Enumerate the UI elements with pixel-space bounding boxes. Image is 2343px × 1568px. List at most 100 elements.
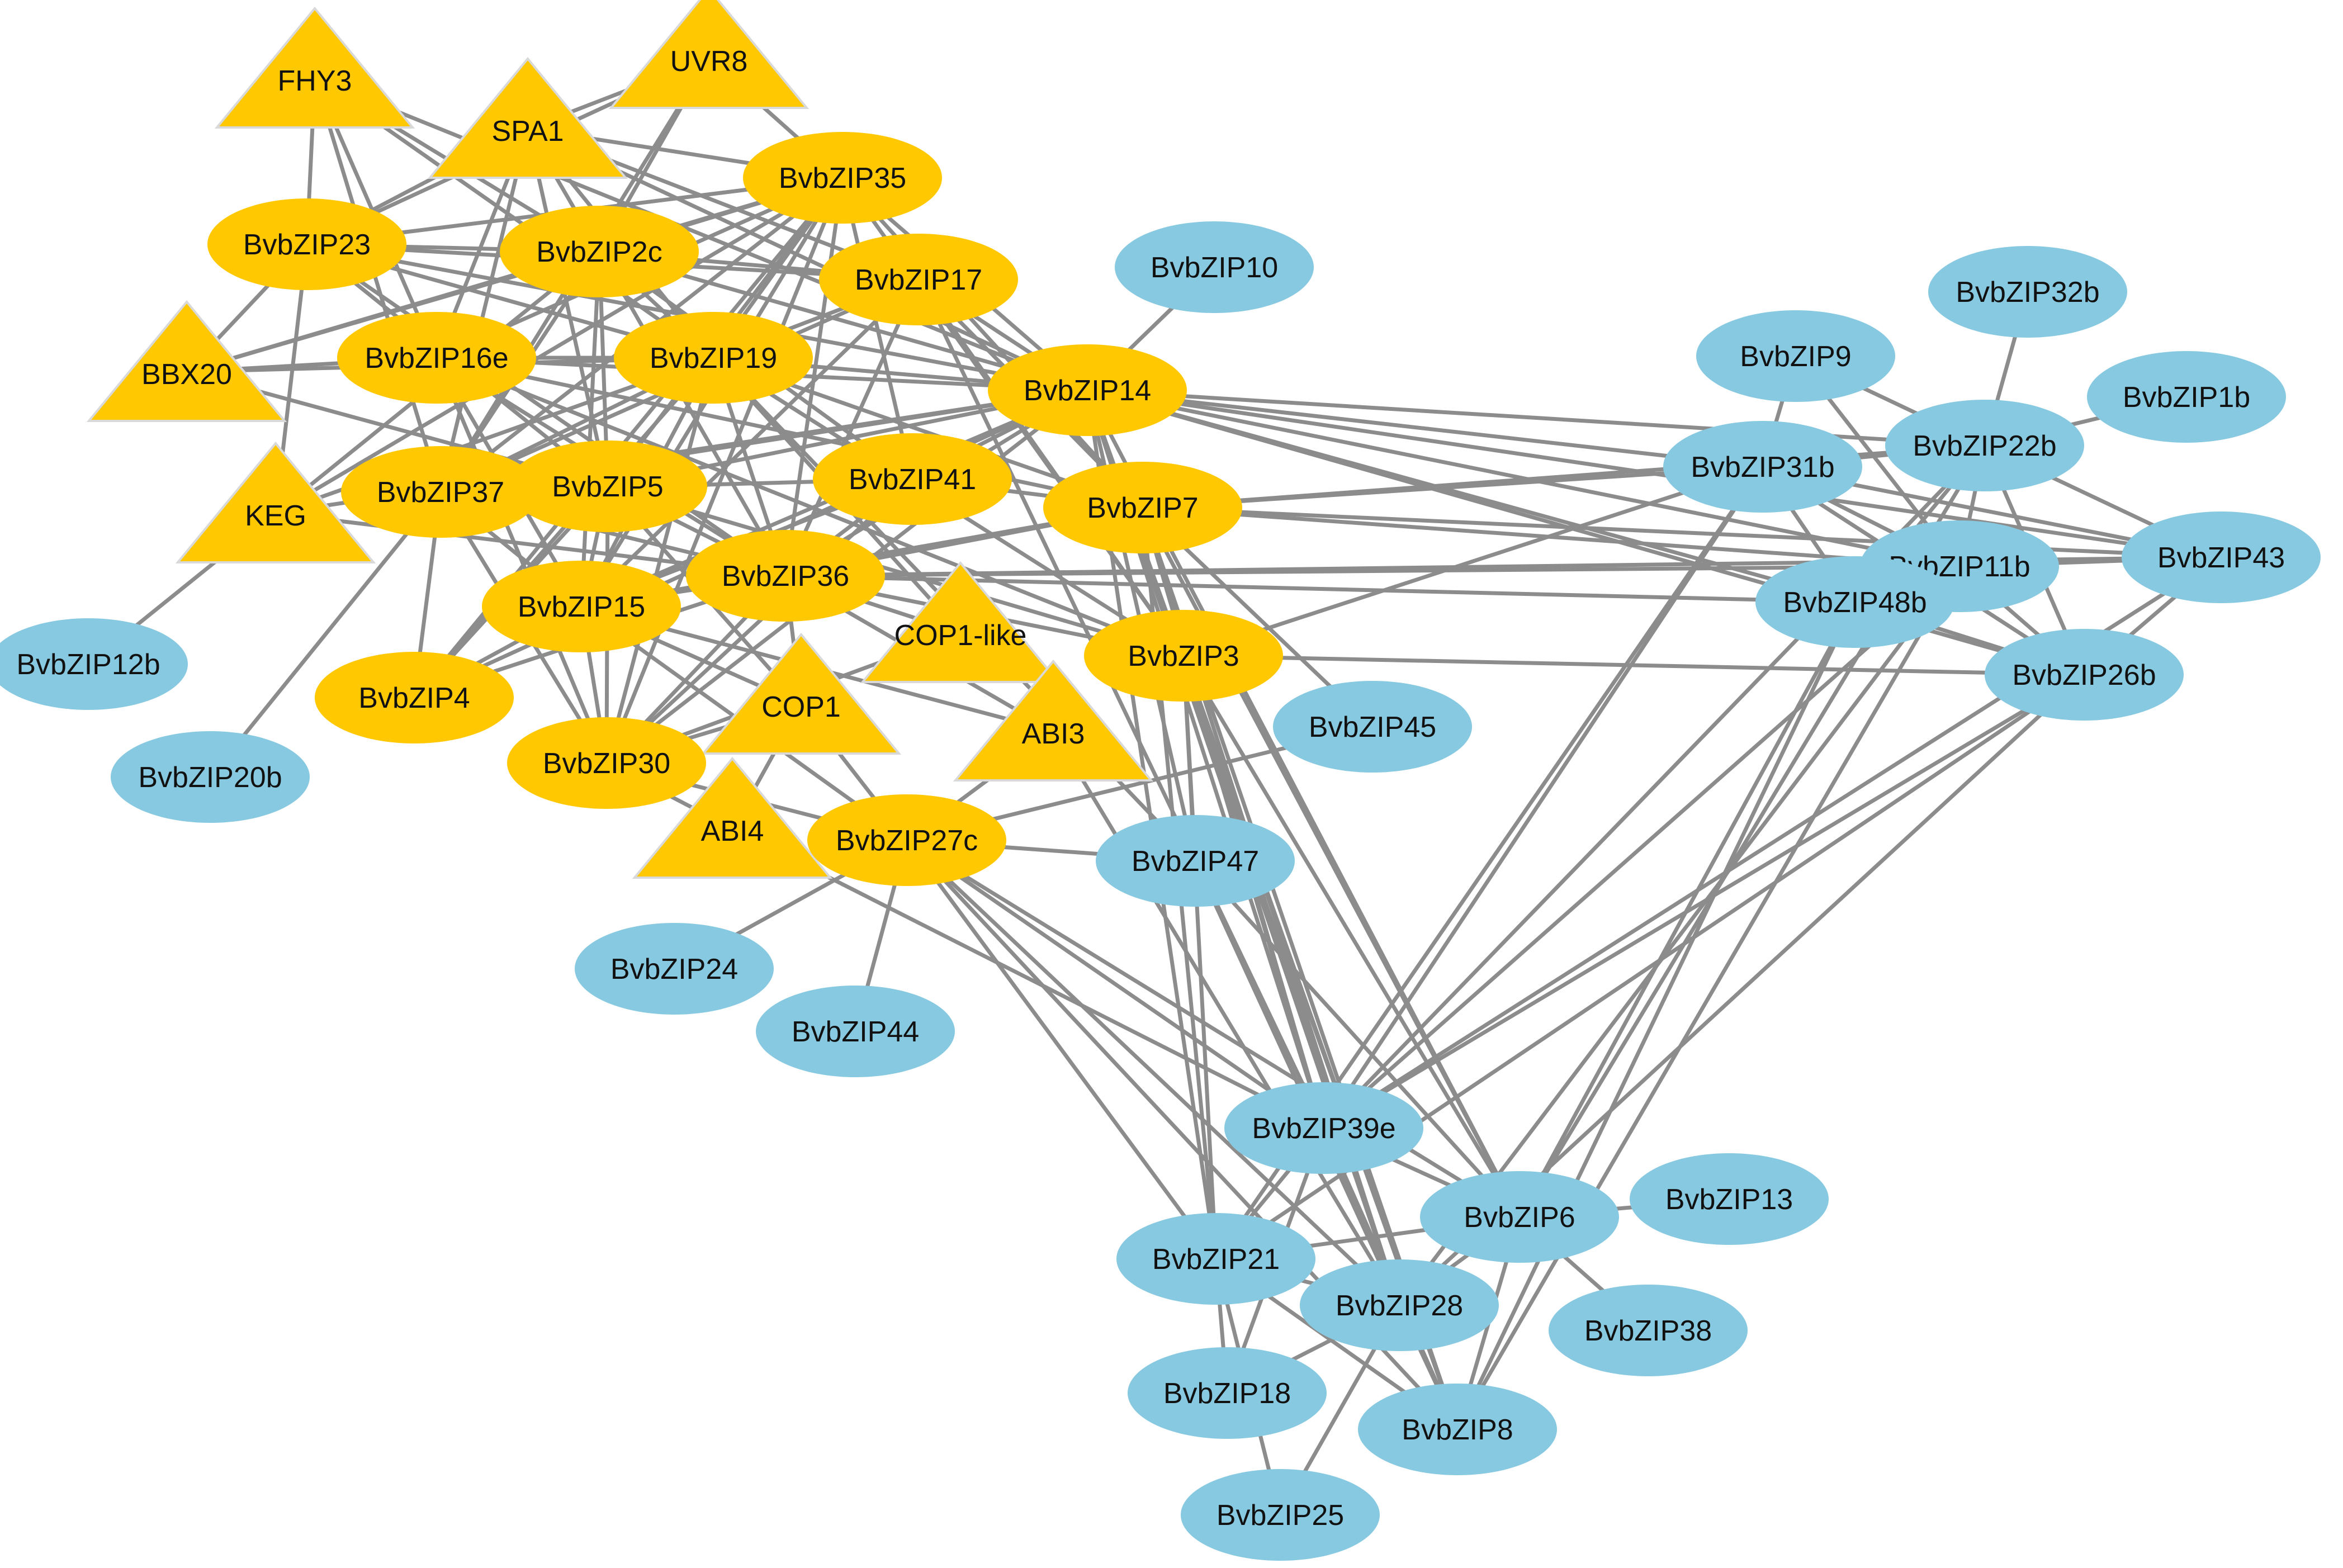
node-bvbzip1b[interactable]: BvbZIP1b — [2087, 351, 2286, 443]
node-bvbzip19[interactable]: BvbZIP19 — [614, 312, 813, 404]
node-label: UVR8 — [670, 45, 748, 78]
ellipse-node-shape — [1224, 1082, 1423, 1174]
node-bvbzip10[interactable]: BvbZIP10 — [1115, 221, 1314, 313]
node-label: BvbZIP45 — [1309, 711, 1436, 743]
node-label: BvbZIP10 — [1151, 252, 1278, 284]
node-bvbzip18[interactable]: BvbZIP18 — [1128, 1347, 1327, 1439]
ellipse-node-shape — [1115, 221, 1314, 313]
edge-bvbzip5-bvbzip3 — [607, 484, 1184, 658]
ellipse-node-shape — [1630, 1153, 1829, 1245]
edge-bvbzip3-bvbzip6 — [1181, 655, 1522, 1218]
ellipse-node-shape — [1885, 400, 2084, 491]
triangle-node-shape — [860, 561, 1061, 683]
node-label: BvbZIP38 — [1584, 1315, 1712, 1347]
node-bvbzip32b[interactable]: BvbZIP32b — [1928, 246, 2127, 338]
node-label: BvbZIP41 — [849, 463, 976, 496]
node-label: BvbZIP18 — [1163, 1377, 1291, 1410]
node-bvbzip4[interactable]: BvbZIP4 — [315, 652, 514, 743]
ellipse-node-shape — [111, 731, 310, 823]
ellipse-node-shape — [1549, 1285, 1748, 1376]
edge-bvbzip27c-bvbzip21 — [905, 839, 1218, 1261]
node-label: BvbZIP4 — [358, 682, 470, 714]
node-bvbzip36[interactable]: BvbZIP36 — [686, 530, 885, 622]
ellipse-node-shape — [614, 312, 813, 404]
node-uvr8[interactable]: UVR8 — [608, 0, 810, 109]
node-label: BvbZIP5 — [552, 471, 663, 503]
node-bvbzip14[interactable]: BvbZIP14 — [988, 344, 1187, 436]
node-bvbzip24[interactable]: BvbZIP24 — [575, 923, 774, 1015]
node-bvbzip39e[interactable]: BvbZIP39e — [1224, 1082, 1423, 1174]
node-bbx20[interactable]: BBX20 — [86, 300, 287, 422]
node-label: BvbZIP48b — [1783, 586, 1927, 619]
ellipse-node-shape — [2087, 351, 2286, 443]
edge-bvbzip23-bvbzip36 — [306, 243, 787, 577]
node-bvbzip20b[interactable]: BvbZIP20b — [111, 731, 310, 823]
node-bvbzip15[interactable]: BvbZIP15 — [482, 561, 681, 652]
node-label: BvbZIP22b — [1913, 430, 2056, 462]
node-bvbzip47[interactable]: BvbZIP47 — [1096, 815, 1295, 907]
node-bvbzip13[interactable]: BvbZIP13 — [1630, 1153, 1829, 1245]
ellipse-node-shape — [341, 446, 540, 538]
edge-keg-bvbzip35 — [274, 176, 844, 515]
node-label: ABI3 — [1022, 718, 1085, 750]
node-bvbzip48b[interactable]: BvbZIP48b — [1755, 556, 1954, 648]
node-bvbzip9[interactable]: BvbZIP9 — [1696, 310, 1895, 402]
node-cop1[interactable]: COP1 — [700, 632, 902, 755]
triangle-node-shape — [700, 632, 902, 755]
node-bvbzip38[interactable]: BvbZIP38 — [1549, 1285, 1748, 1376]
ellipse-node-shape — [575, 923, 774, 1015]
node-bvbzip30[interactable]: BvbZIP30 — [507, 717, 706, 809]
node-bvbzip35[interactable]: BvbZIP35 — [743, 132, 942, 224]
ellipse-node-shape — [1300, 1259, 1499, 1351]
node-bvbzip25[interactable]: BvbZIP25 — [1181, 1469, 1380, 1561]
node-label: BvbZIP30 — [543, 747, 670, 780]
node-bvbzip5[interactable]: BvbZIP5 — [508, 440, 707, 532]
node-keg[interactable]: KEG — [175, 441, 376, 563]
node-bvbzip44[interactable]: BvbZIP44 — [756, 986, 955, 1077]
node-bvbzip8[interactable]: BvbZIP8 — [1358, 1384, 1557, 1475]
node-bvbzip17[interactable]: BvbZIP17 — [819, 234, 1018, 325]
node-bvbzip7[interactable]: BvbZIP7 — [1043, 462, 1242, 553]
edge-bvbzip3-bvbzip26b — [1183, 653, 2085, 677]
node-bvbzip23[interactable]: BvbZIP23 — [207, 198, 406, 290]
ellipse-node-shape — [2122, 511, 2321, 603]
node-bvbzip22b[interactable]: BvbZIP22b — [1885, 400, 2084, 491]
edge-bvbzip48b-bvbzip8 — [1455, 601, 1857, 1430]
node-label: BvbZIP12b — [16, 648, 160, 681]
ellipse-node-shape — [0, 618, 188, 710]
node-bvbzip43[interactable]: BvbZIP43 — [2122, 511, 2321, 603]
node-bvbzip6[interactable]: BvbZIP6 — [1420, 1171, 1619, 1263]
node-bvbzip31b[interactable]: BvbZIP31b — [1663, 421, 1862, 513]
node-label: BvbZIP21 — [1152, 1243, 1280, 1276]
node-bvbzip3[interactable]: BvbZIP3 — [1084, 610, 1283, 702]
node-bvbzip21[interactable]: BvbZIP21 — [1116, 1213, 1315, 1305]
triangle-node-shape — [427, 56, 628, 179]
node-bvbzip41[interactable]: BvbZIP41 — [813, 433, 1012, 525]
node-label: BvbZIP36 — [722, 560, 849, 593]
node-bvbzip26b[interactable]: BvbZIP26b — [1985, 629, 2184, 721]
node-bvbzip45[interactable]: BvbZIP45 — [1273, 681, 1472, 773]
node-label: BvbZIP47 — [1132, 845, 1259, 878]
node-bvbzip16e[interactable]: BvbZIP16e — [337, 312, 536, 404]
node-abi3[interactable]: ABI3 — [953, 659, 1154, 781]
node-abi4[interactable]: ABI4 — [632, 756, 833, 879]
node-fhy3[interactable]: FHY3 — [214, 6, 415, 129]
node-label: ABI4 — [701, 815, 764, 847]
ellipse-node-shape — [1420, 1171, 1619, 1263]
node-cop1-like[interactable]: COP1-like — [860, 561, 1061, 683]
node-spa1[interactable]: SPA1 — [427, 56, 628, 179]
node-bvbzip28[interactable]: BvbZIP28 — [1300, 1259, 1499, 1351]
node-bvbzip2c[interactable]: BvbZIP2c — [500, 206, 699, 297]
ellipse-node-shape — [1181, 1469, 1380, 1561]
node-bvbzip12b[interactable]: BvbZIP12b — [0, 618, 188, 710]
edge-bvbzip2c-bvbzip15 — [579, 251, 602, 607]
ellipse-node-shape — [207, 198, 406, 290]
node-label: BvbZIP23 — [243, 229, 371, 261]
node-label: BvbZIP27c — [836, 825, 978, 857]
node-label: BvbZIP31b — [1691, 451, 1834, 484]
node-bvbzip27c[interactable]: BvbZIP27c — [807, 794, 1006, 886]
node-label: BvbZIP35 — [779, 162, 906, 195]
node-bvbzip37[interactable]: BvbZIP37 — [341, 446, 540, 538]
ellipse-node-shape — [507, 717, 706, 809]
